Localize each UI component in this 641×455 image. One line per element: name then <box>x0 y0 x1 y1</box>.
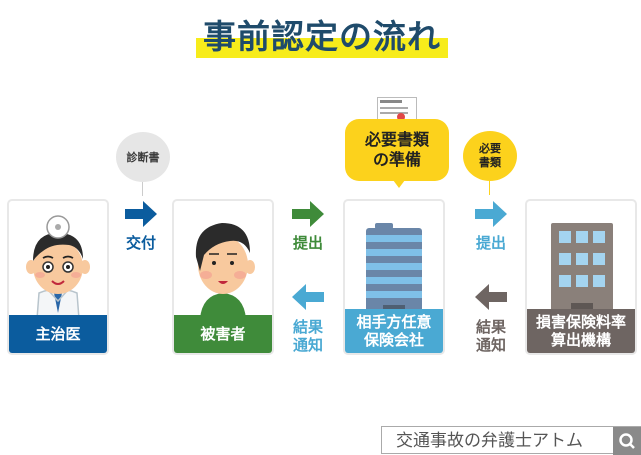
arrow-right-icon <box>475 201 507 227</box>
node-label: 主治医 <box>9 315 107 353</box>
result-line2: 通知 <box>475 336 506 354</box>
arrow-label-submit: 提出 <box>475 234 506 252</box>
office-building-illustration-icon <box>366 223 422 318</box>
search-text: 交通事故の弁護士アトム <box>396 431 583 451</box>
node-label-line1: 損害保険料率 <box>535 313 626 331</box>
arrow-label-deliver: 交付 <box>125 234 156 252</box>
page-title-block: 事前認定の流れ <box>196 14 448 60</box>
node-label: 被害者 <box>174 315 272 353</box>
diagnosis-bubble-stem <box>142 182 143 196</box>
required-documents-bubble: 必要 書類 <box>463 131 517 181</box>
building-illustration-icon <box>551 223 613 318</box>
node-insurer: 相手方任意 保険会社 <box>343 199 445 355</box>
node-label-line2: 保険会社 <box>363 331 424 349</box>
speech-line1: 必要書類 <box>364 130 429 149</box>
arrow-left-icon <box>475 284 507 310</box>
node-label-line2: 算出機構 <box>550 331 611 349</box>
node-label: 相手方任意 保険会社 <box>345 309 443 353</box>
page-title: 事前認定の流れ <box>203 17 441 56</box>
search-button[interactable] <box>613 427 641 455</box>
node-label: 損害保険料率 算出機構 <box>527 309 635 353</box>
arrow-right-icon <box>125 201 157 227</box>
diagnosis-bubble: 診断書 <box>116 132 170 182</box>
bubble-line2: 書類 <box>479 156 501 169</box>
result-line1: 結果 <box>475 318 506 336</box>
speech-line2: の準備 <box>372 150 421 169</box>
search-box[interactable]: 交通事故の弁護士アトム <box>381 426 641 455</box>
arrow-left-icon <box>292 284 324 310</box>
node-doctor: 主治医 <box>7 199 109 355</box>
node-rating-agency: 損害保険料率 算出機構 <box>525 199 637 355</box>
arrow-label-result: 結果 通知 <box>288 318 328 354</box>
title-highlight <box>196 38 448 58</box>
arrow-label-result: 結果 通知 <box>471 318 511 354</box>
result-line1: 結果 <box>292 318 323 336</box>
person-illustration-icon <box>195 223 255 319</box>
node-victim: 被害者 <box>172 199 274 355</box>
result-line2: 通知 <box>292 336 323 354</box>
doctor-illustration-icon <box>26 215 90 319</box>
required-bubble-stem <box>489 181 490 195</box>
bubble-line1: 必要 <box>479 142 501 155</box>
search-icon <box>619 433 635 449</box>
speech-tail <box>393 180 405 188</box>
arrow-right-icon <box>292 201 324 227</box>
prepare-documents-bubble: 必要書類 の準備 <box>345 119 449 181</box>
node-label-line1: 相手方任意 <box>356 313 432 331</box>
arrow-label-submit: 提出 <box>292 234 323 252</box>
